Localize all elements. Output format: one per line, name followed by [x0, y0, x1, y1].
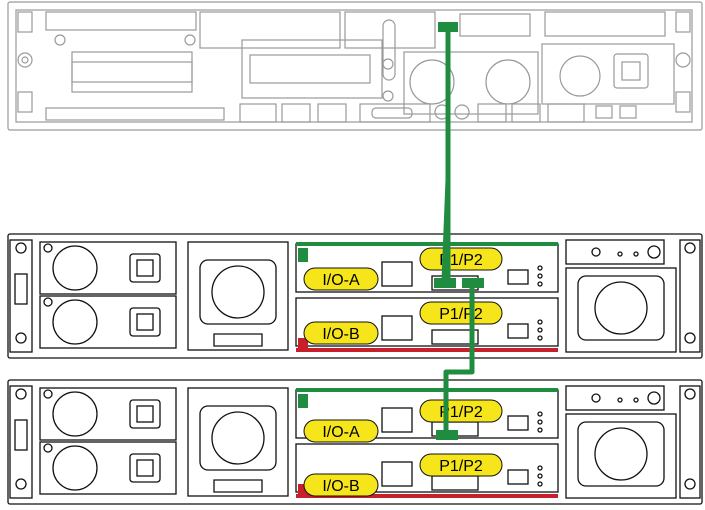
io-label-bubble: [303, 473, 379, 497]
sas-port-in: [434, 278, 456, 288]
io-module-label: I/O-B: [322, 326, 359, 343]
port-label-bubble: [419, 301, 503, 325]
port-label-bubble: [419, 399, 503, 423]
status-strip-b: [296, 348, 558, 352]
sas-cable-enclosure-1-to-enclosure-2: [443, 282, 475, 434]
sas-cable-server-to-enclosure-1: [441, 30, 451, 281]
port-marker-a: [298, 394, 308, 408]
sas-port-label: P1/P2: [439, 458, 483, 475]
port-label-bubble: [419, 247, 503, 271]
sas-port-in: [436, 430, 458, 440]
io-module-label: I/O-A: [322, 424, 360, 441]
port-marker-a: [298, 248, 308, 262]
io-module-a: I/O-A P1/P2: [303, 399, 503, 443]
status-strip-a: [296, 388, 558, 392]
io-module-label: I/O-A: [322, 272, 360, 289]
sas-port-label: P1/P2: [439, 306, 483, 323]
server-chassis: [7, 1, 703, 131]
port-marker-b: [298, 484, 308, 498]
port-label-bubble: [419, 453, 503, 477]
io-module-b: I/O-B P1/P2: [303, 453, 503, 497]
status-strip-b: [296, 494, 558, 498]
io-label-bubble: [303, 267, 379, 291]
enclosure-2: I/O-A P1/P2 I/O-B P1/P2: [7, 379, 703, 505]
io-label-bubble: [303, 321, 379, 345]
io-label-bubble: [303, 419, 379, 443]
sas-port-label: P1/P2: [439, 404, 483, 421]
io-module-label: I/O-B: [322, 478, 359, 495]
port-marker-b: [298, 338, 308, 352]
status-strip-a: [296, 242, 558, 246]
io-module-a: I/O-A P1/P2: [303, 247, 503, 291]
server-hba-port: [438, 22, 458, 32]
enclosure-1: I/O-A P1/P2 I/O-B P1/P2: [7, 233, 703, 359]
